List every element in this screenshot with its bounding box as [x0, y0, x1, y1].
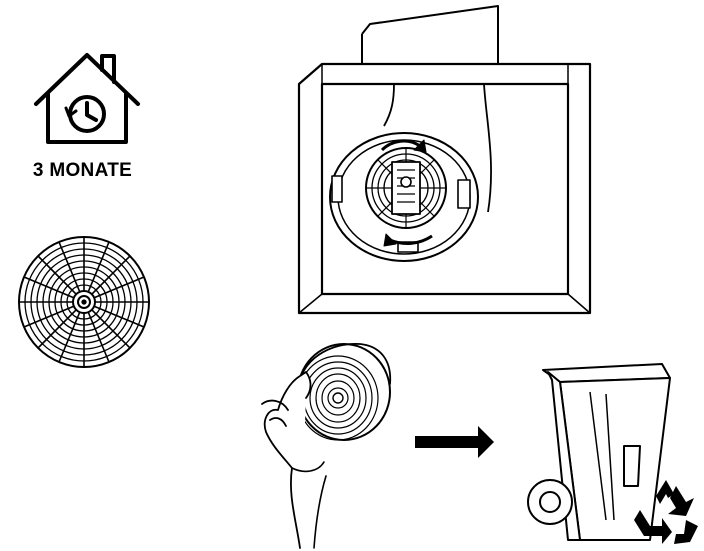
house-clock-icon [36, 55, 138, 142]
extractor-hood-icon [299, 6, 590, 313]
interval-label: 3 MONATE [0, 160, 165, 182]
right-arrow-icon [415, 426, 494, 458]
round-carbon-filter-icon [19, 237, 149, 367]
waste-bin-icon [528, 364, 670, 540]
hand-removing-filter-icon [262, 344, 390, 548]
